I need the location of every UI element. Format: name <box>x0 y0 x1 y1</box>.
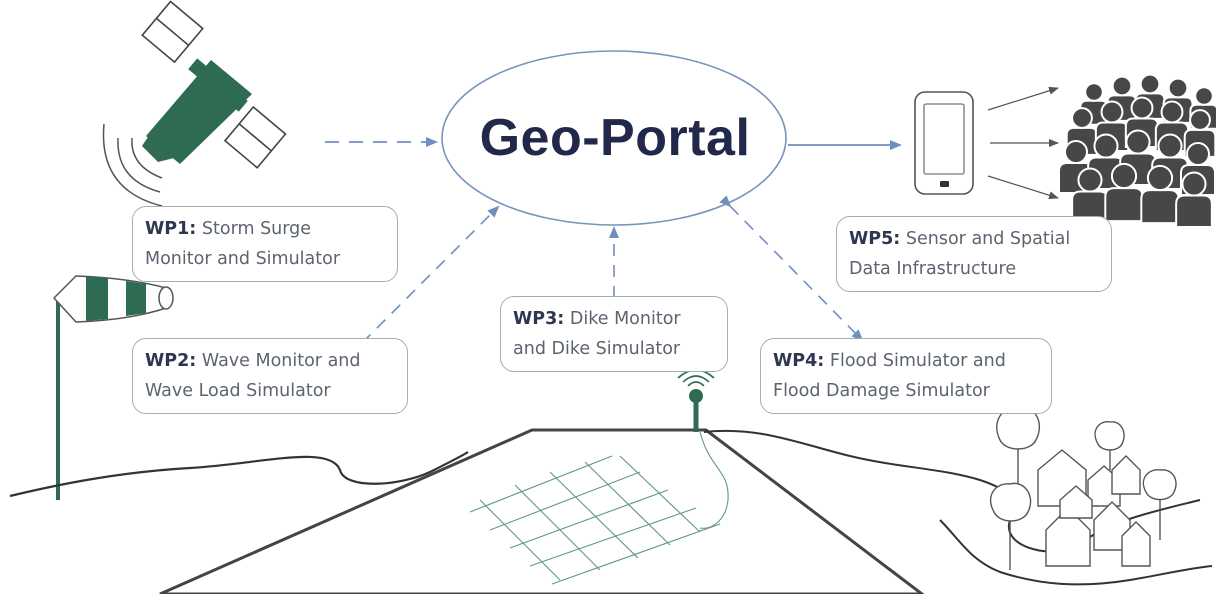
wp3-line1: Dike Monitor <box>569 309 681 329</box>
wp4-line1: Flood Simulator and <box>829 351 1006 371</box>
wp1-key: WP1: <box>145 219 197 239</box>
wp2-line2: Wave Load Simulator <box>145 381 331 401</box>
arrow-wp2-to-portal <box>361 205 500 344</box>
person-head <box>1181 171 1207 197</box>
wp2-key: WP2: <box>145 351 197 371</box>
person-head <box>1194 86 1214 106</box>
person-head <box>1110 162 1138 190</box>
wp4-key: WP4: <box>773 351 825 371</box>
person-head <box>1064 140 1088 164</box>
wp1-box: WP1: Storm Surge Monitor and Simulator <box>132 206 398 282</box>
wp2-box: WP2: Wave Monitor and Wave Load Simulato… <box>132 338 408 414</box>
person-head <box>1093 133 1119 159</box>
person-head <box>1130 96 1154 120</box>
wp5-line1: Sensor and Spatial <box>905 229 1071 249</box>
smartphone-icon <box>914 91 974 195</box>
geo-portal-title: Geo-Portal <box>479 109 751 167</box>
person-head <box>1077 167 1103 193</box>
person-body <box>1175 194 1213 229</box>
sea-wave-line <box>9 451 469 498</box>
person-body <box>1140 189 1180 225</box>
geo-portal-ellipse <box>441 50 787 226</box>
person-body <box>1104 187 1144 223</box>
sensor-antenna-icon <box>677 369 715 432</box>
wp5-box: WP5: Sensor and Spatial Data Infrastruct… <box>836 216 1112 292</box>
person-head <box>1160 100 1184 124</box>
wp5-line2: Data Infrastructure <box>849 259 1017 279</box>
wp3-line2: and Dike Simulator <box>513 339 681 359</box>
wp3-key: WP3: <box>513 309 565 329</box>
dike-icon <box>159 428 925 594</box>
wp3-box: WP3: Dike Monitor and Dike Simulator <box>500 296 728 372</box>
person-head <box>1139 73 1161 95</box>
person-head <box>1189 109 1211 131</box>
wp4-line2: Flood Damage Simulator <box>773 381 990 401</box>
village-icon <box>989 406 1177 570</box>
wp1-line2: Monitor and Simulator <box>145 249 341 269</box>
arrow-portal-wp4 <box>719 195 864 342</box>
person-head <box>1157 133 1183 159</box>
satellite-icon <box>102 0 287 207</box>
windsock-icon <box>52 275 174 500</box>
person-head <box>1100 100 1124 124</box>
person-head <box>1111 75 1133 97</box>
crowd-icon <box>1058 73 1216 229</box>
person-head <box>1186 142 1210 166</box>
person-head <box>1125 129 1151 155</box>
wp5-key: WP5: <box>849 229 901 249</box>
person-head <box>1084 82 1104 102</box>
phone-to-crowd-arrows <box>987 86 1059 200</box>
wp2-line1: Wave Monitor and <box>201 351 361 371</box>
person-head <box>1167 77 1189 99</box>
land-line-lower <box>939 519 1213 586</box>
wp1-line1: Storm Surge <box>201 219 312 239</box>
wp4-box: WP4: Flood Simulator and Flood Damage Si… <box>760 338 1052 414</box>
person-head <box>1146 164 1174 192</box>
person-head <box>1071 107 1093 129</box>
